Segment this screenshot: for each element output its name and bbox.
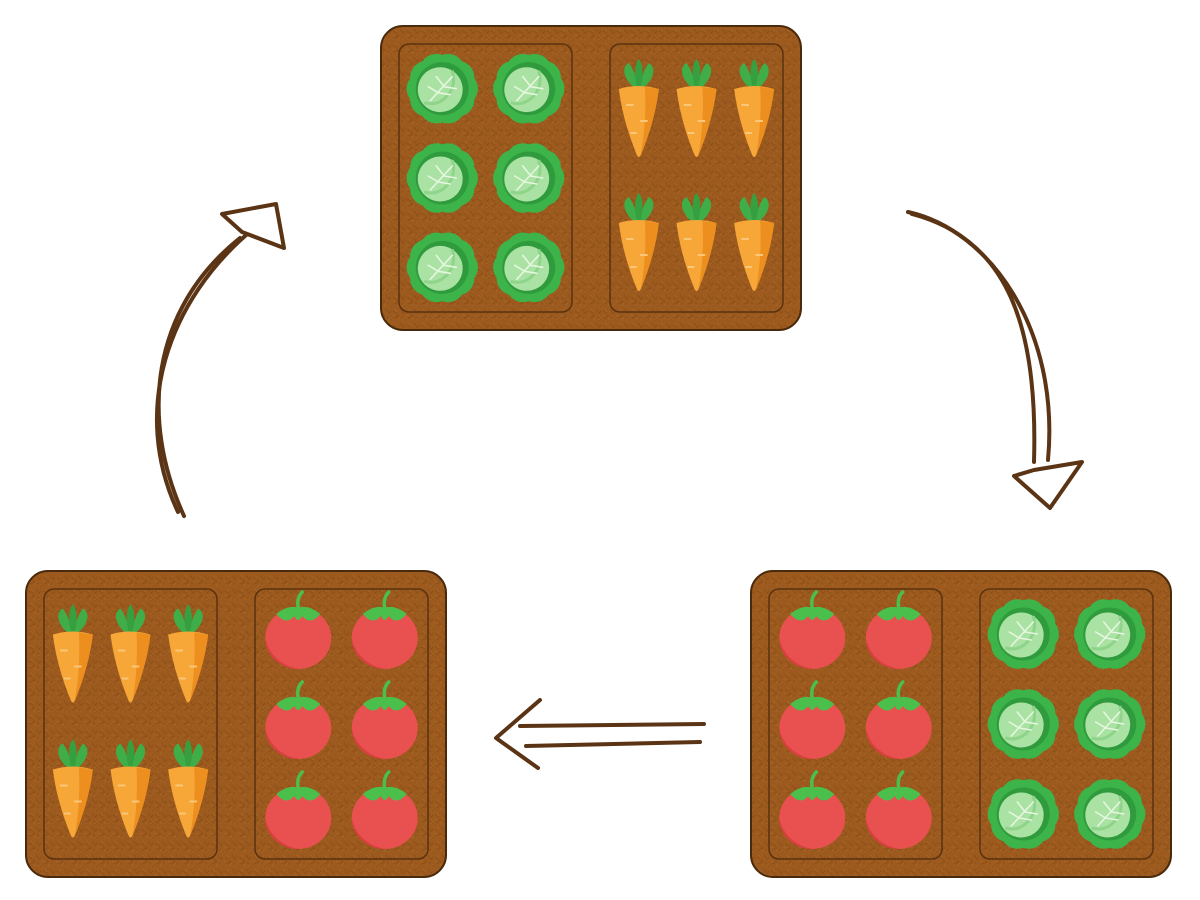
carrot-icon <box>168 604 209 703</box>
garden-bed-cabbage <box>979 588 1154 860</box>
carrot-icon <box>676 59 717 157</box>
tomato-icon <box>779 590 846 670</box>
carrot-icon <box>110 604 151 703</box>
tomato-icon <box>265 590 332 670</box>
arrow-top-to-bottom-right <box>906 210 1084 510</box>
tomato-icon <box>865 770 932 850</box>
tomato-icon <box>865 680 932 760</box>
carrot-icon <box>618 193 659 291</box>
garden-bed-cabbage <box>398 43 573 313</box>
carrot-icon <box>52 739 93 838</box>
garden-bed-tomato <box>768 588 943 860</box>
carrot-icon <box>168 739 209 838</box>
carrot-icon <box>676 193 717 291</box>
arrow-bottom-left-to-top <box>154 202 286 518</box>
cabbage-icon <box>406 143 478 213</box>
cabbage-icon <box>493 232 565 303</box>
carrot-icon <box>734 59 775 157</box>
carrot-icon <box>52 604 93 703</box>
cabbage-icon <box>1074 689 1146 759</box>
tomato-icon <box>351 770 418 850</box>
arrow-bottom-right-to-bottom-left <box>494 698 706 770</box>
tomato-icon <box>351 680 418 760</box>
garden-bed-tomato <box>254 588 429 860</box>
plot-bottom-right <box>750 570 1172 878</box>
plot-bottom-left <box>25 570 447 878</box>
carrot-icon <box>734 193 775 291</box>
garden-bed-carrot <box>43 588 218 860</box>
cabbage-icon <box>493 143 565 213</box>
tomato-icon <box>865 590 932 670</box>
cabbage-icon <box>493 53 565 124</box>
tomato-icon <box>779 770 846 850</box>
garden-bed-carrot <box>609 43 784 313</box>
cabbage-icon <box>1074 599 1146 669</box>
plots-layer <box>25 25 1172 878</box>
cabbage-icon <box>406 232 478 303</box>
cabbage-icon <box>1074 779 1146 849</box>
arrows-layer <box>154 202 1084 770</box>
cabbage-icon <box>987 689 1059 759</box>
carrot-icon <box>618 59 659 157</box>
tomato-icon <box>265 680 332 760</box>
tomato-icon <box>351 590 418 670</box>
tomato-icon <box>779 680 846 760</box>
cabbage-icon <box>406 53 478 124</box>
carrot-icon <box>110 739 151 838</box>
tomato-icon <box>265 770 332 850</box>
cabbage-icon <box>987 599 1059 669</box>
plot-top <box>380 25 802 331</box>
cabbage-icon <box>987 779 1059 849</box>
